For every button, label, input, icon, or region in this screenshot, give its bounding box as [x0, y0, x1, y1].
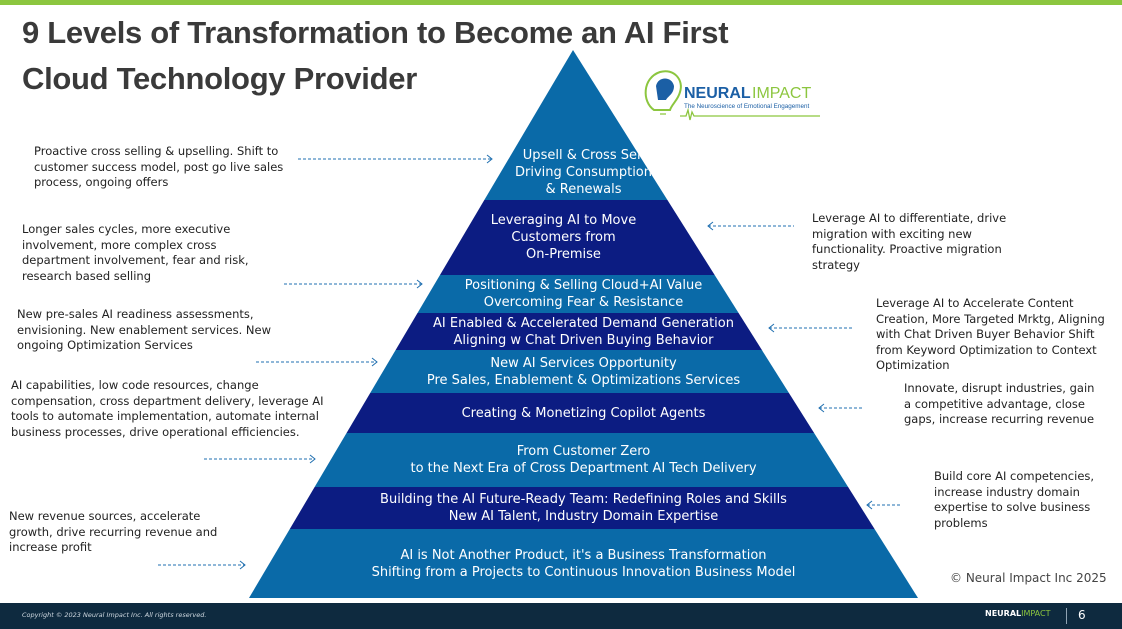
level-text-line: AI Enabled & Accelerated Demand Generati… — [433, 315, 734, 331]
pyramid-level-1: AI is Not Another Product, it's a Busine… — [249, 529, 918, 598]
right-arrow-icon — [283, 279, 423, 289]
left-arrow-icon — [818, 403, 865, 413]
title-line: 9 Levels of Transformation to Become an … — [22, 15, 729, 50]
top-accent-bar — [0, 0, 1122, 5]
footer-bar: Copyright © 2023 Neural Impact Inc. All … — [0, 603, 1122, 629]
level-text-line: Driving Consumption — [515, 165, 652, 180]
logo-name-2: IMPACT — [752, 85, 811, 102]
level-text-line: Aligning w Chat Driven Buying Behavior — [453, 332, 714, 348]
title-line: Cloud Technology Provider — [22, 61, 417, 96]
page-number: 6 — [1078, 608, 1086, 622]
copyright-notice: © Neural Impact Inc 2025 — [950, 571, 1107, 585]
left-arrow-icon — [768, 323, 855, 333]
left-note-3: New pre-sales AI readiness assessments, … — [17, 307, 271, 352]
right-note-3: Innovate, disrupt industries, gain a com… — [904, 381, 1095, 426]
level-text-line: Customers from — [511, 230, 616, 245]
level-text-line: New AI Services Opportunity — [490, 355, 677, 371]
footer-logo-name: NEURAL — [985, 609, 1022, 618]
level-text-line: Building the AI Future-Ready Team: Redef… — [380, 492, 787, 507]
level-text-line: AI is Not Another Product, it's a Busine… — [400, 547, 767, 563]
left-note-1: Proactive cross selling & upselling. Shi… — [34, 144, 284, 189]
left-note-5: New revenue sources, accelerate growth, … — [9, 509, 218, 554]
level-text-line: Leveraging AI to Move — [490, 213, 637, 228]
left-arrow-icon — [707, 221, 795, 231]
right-arrow-icon — [255, 357, 378, 367]
left-note-2: Longer sales cycles, more executive invo… — [22, 222, 249, 283]
footer-logo: NEURALIMPACT — [985, 609, 1051, 618]
left-arrow-icon — [866, 500, 902, 510]
slide-title: 9 Levels of Transformation to Become an … — [22, 10, 729, 102]
right-arrow-icon — [297, 154, 493, 164]
level-text-line: Positioning & Selling Cloud+AI Value — [464, 278, 703, 293]
level-text-line: Shifting from a Projects to Continuous I… — [371, 564, 796, 580]
level-text-line: New AI Talent, Industry Domain Expertise — [448, 509, 719, 524]
level-text-line: Creating & Monetizing Copilot Agents — [461, 405, 706, 421]
level-text-line: Overcoming Fear & Resistance — [483, 295, 684, 310]
logo-name: NEURAL — [684, 85, 751, 102]
pyramid-level-4: Creating & Monetizing Copilot Agents — [249, 393, 918, 433]
level-text-line: to the Next Era of Cross Department AI T… — [410, 461, 757, 476]
footer-logo-name-2: IMPACT — [1021, 609, 1051, 618]
level-text-line: On-Premise — [526, 247, 601, 262]
footer-copyright: Copyright © 2023 Neural Impact Inc. All … — [22, 611, 207, 619]
pyramid-level-3: From Customer Zero to the Next Era of Cro… — [249, 433, 918, 487]
level-text-line: Pre Sales, Enablement & Optimizations Se… — [426, 372, 741, 388]
level-text-line: Upsell & Cross Sell — [522, 148, 645, 163]
right-note-2: Leverage AI to Accelerate Content Creati… — [876, 296, 1105, 372]
neural-impact-logo: NEURAL IMPACT The Neuroscience of Emotio… — [640, 66, 825, 122]
level-text-line: & Renewals — [545, 182, 622, 197]
pyramid-level-2: Building the AI Future-Ready Team: Redef… — [249, 487, 918, 529]
level-text-line: From Customer Zero — [516, 444, 651, 459]
left-note-4: AI capabilities, low code resources, cha… — [11, 378, 324, 439]
right-arrow-icon — [203, 454, 316, 464]
footer-divider — [1066, 608, 1067, 624]
logo-tagline: The Neuroscience of Emotional Engagement — [684, 103, 810, 110]
right-note-4: Build core AI competencies, increase ind… — [934, 469, 1095, 530]
right-note-1: Leverage AI to differentiate, drive migr… — [812, 211, 1007, 272]
right-arrow-icon — [157, 560, 246, 570]
